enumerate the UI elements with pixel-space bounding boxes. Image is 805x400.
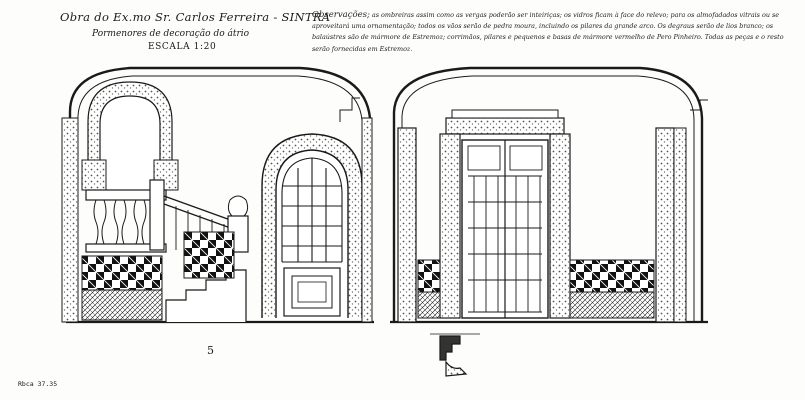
sheet-number: 5 — [207, 344, 214, 357]
left-elevation — [61, 66, 374, 324]
right-elevation — [390, 66, 708, 324]
notes-body: as ombreiras assim como as vergas poderã… — [312, 11, 784, 53]
drawing-title: Obra do Ex.mo Sr. Carlos Ferreira - SINT… — [60, 10, 331, 24]
drawing-subtitle: Pormenores de decoração do átrio — [92, 29, 250, 39]
notes-block: Observações; as ombreiras assim como as … — [312, 10, 802, 55]
drawing-scale: ESCALA 1:20 — [148, 42, 217, 52]
moulding-profile-detail — [430, 333, 480, 377]
archive-reference: Rbca 37.35 — [18, 380, 58, 388]
notes-heading: Observações; — [312, 10, 370, 20]
